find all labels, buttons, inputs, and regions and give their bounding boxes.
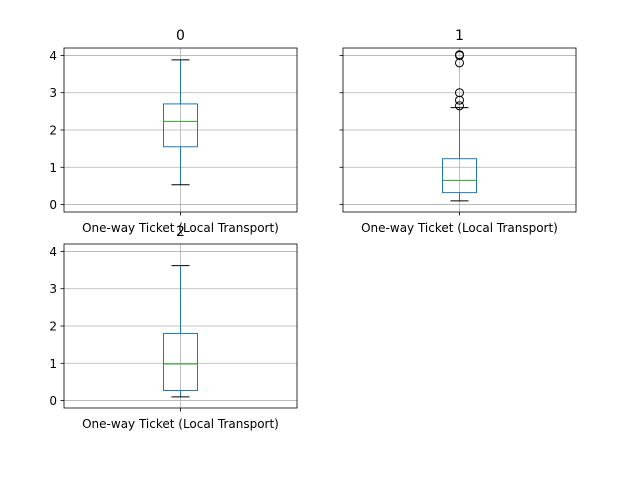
outlier-point xyxy=(455,101,464,111)
iqr-box xyxy=(163,332,198,391)
y-tick-label: 0 xyxy=(49,198,57,212)
y-tick-label: 3 xyxy=(49,282,57,296)
subplot-title: 2 xyxy=(176,224,185,240)
subplot-title: 0 xyxy=(176,28,185,44)
outlier-point xyxy=(455,50,464,60)
outlier-point xyxy=(455,95,464,105)
x-category-label: One-way Ticket (Local Transport) xyxy=(82,221,279,235)
x-category-label: One-way Ticket (Local Transport) xyxy=(82,417,279,431)
y-tick-label: 2 xyxy=(49,124,57,138)
y-tick-label: 4 xyxy=(49,49,57,63)
iqr-box xyxy=(163,103,198,148)
y-tick-label: 0 xyxy=(49,394,57,408)
y-tick-label: 2 xyxy=(49,320,57,334)
y-tick-label: 1 xyxy=(49,357,57,371)
subplot-1: One-way Ticket (Local Transport) 1 xyxy=(339,28,577,235)
iqr-box xyxy=(442,158,477,194)
y-tick-label: 1 xyxy=(49,161,57,175)
subplot-title: 1 xyxy=(455,28,464,44)
y-tick-label: 4 xyxy=(49,245,57,259)
x-category-label: One-way Ticket (Local Transport) xyxy=(361,221,558,235)
outlier-point xyxy=(455,88,464,98)
y-tick-label: 3 xyxy=(49,86,57,100)
